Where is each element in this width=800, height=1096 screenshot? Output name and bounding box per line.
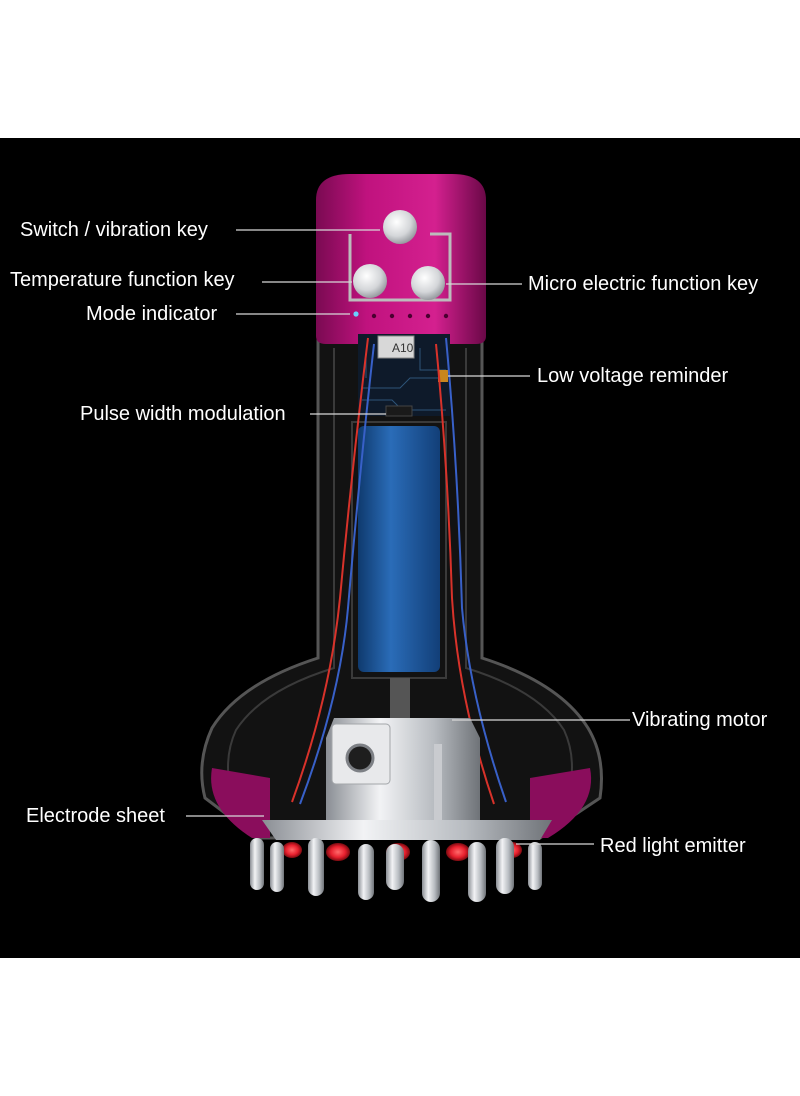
label-pulse-width-modulation: Pulse width modulation: [80, 403, 286, 425]
wire-blue-right: [445, 337, 507, 803]
diagram-panel: A10: [0, 138, 800, 958]
electrode-probes: [250, 838, 542, 902]
leader-lines: [186, 229, 630, 845]
motor-pin: [434, 744, 442, 820]
chip-marking: A10: [392, 341, 414, 355]
probe: [386, 844, 404, 890]
red-light: [446, 843, 470, 861]
temperature-button: [353, 264, 387, 298]
low-voltage-component: [438, 370, 448, 382]
probe: [270, 842, 284, 892]
electrode-sheet: [262, 820, 552, 840]
probe: [308, 838, 324, 896]
motor-shaft: [390, 678, 410, 718]
device-cutaway-illustration: A10: [186, 174, 630, 902]
base-magenta-left: [211, 768, 270, 838]
probe: [358, 844, 374, 900]
probe: [422, 840, 440, 902]
micro-electric-button: [411, 266, 445, 300]
label-temperature-function-key: Temperature function key: [10, 269, 235, 291]
label-switch-vibration-key: Switch / vibration key: [20, 219, 208, 241]
probe: [468, 842, 486, 902]
label-electrode-sheet: Electrode sheet: [26, 805, 165, 827]
red-light: [282, 842, 302, 858]
mode-indicator-dots: [353, 311, 449, 319]
battery: [358, 426, 440, 672]
label-micro-electric-function-key: Micro electric function key: [528, 273, 759, 295]
switch-vibration-button: [383, 210, 417, 244]
key-frame: [348, 232, 452, 302]
label-red-light-emitter: Red light emitter: [600, 835, 746, 857]
probe: [528, 842, 542, 890]
chip-a10: [377, 335, 415, 359]
device-shell-inner-outline: [227, 348, 573, 789]
pwm-component: [385, 405, 413, 417]
magenta-cap: [316, 174, 486, 344]
probe: [250, 838, 264, 890]
motor-bore: [345, 743, 375, 773]
red-light: [326, 843, 350, 861]
probe: [496, 838, 514, 894]
label-mode-indicator: Mode indicator: [86, 303, 218, 325]
wire-blue-left: [299, 343, 375, 805]
label-low-voltage-reminder: Low voltage reminder: [537, 365, 729, 387]
label-vibrating-motor: Vibrating motor: [632, 709, 768, 731]
